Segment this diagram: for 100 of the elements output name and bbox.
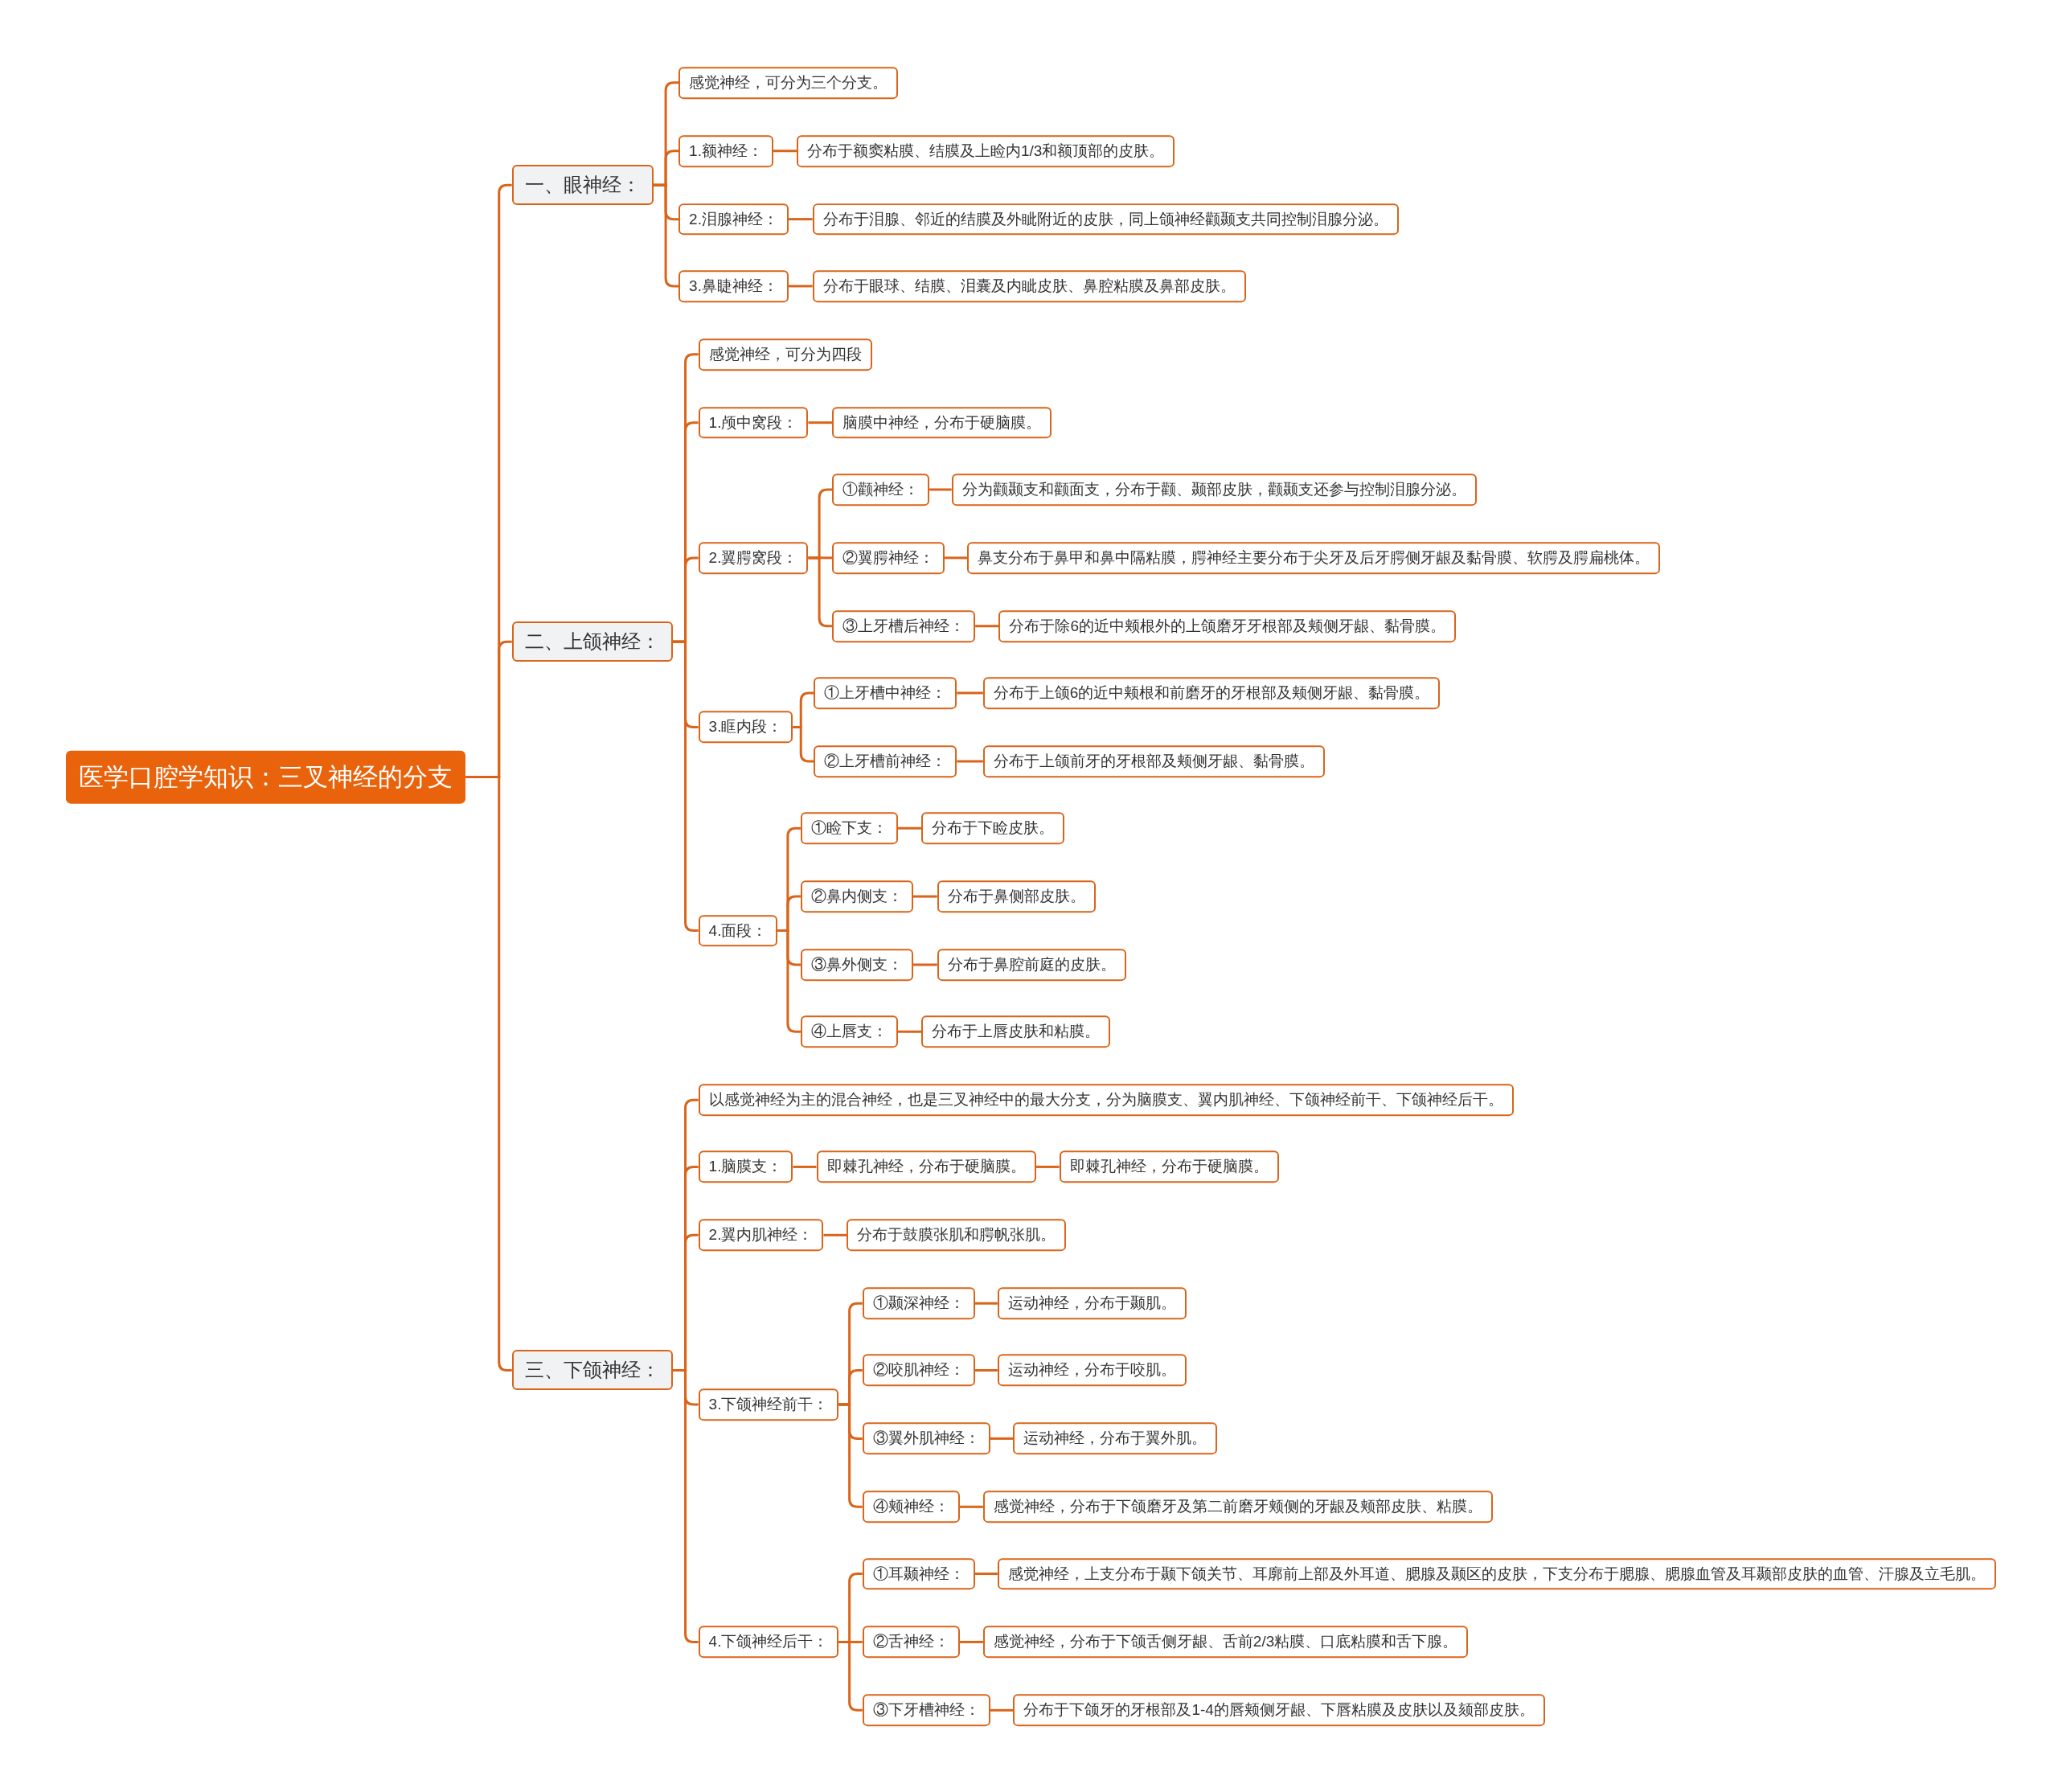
topic-text: ③下牙槽神经：: [872, 1701, 980, 1719]
root-topic-box: [65, 750, 465, 804]
topic-box: [678, 270, 789, 302]
connector-line: [975, 625, 999, 628]
main-branch-box: [511, 621, 673, 662]
connector-line: [912, 963, 937, 966]
topic-box: [678, 134, 773, 167]
topic-box: [982, 1491, 1493, 1523]
topic-text: 4.下颌神经后干：: [708, 1633, 829, 1651]
topic-box: [967, 542, 1661, 574]
topic-box: [982, 1626, 1469, 1659]
connector-line: [793, 1165, 817, 1168]
main-branch-box: [511, 165, 654, 206]
topic-text: 分布于鼓膜张肌和腭帆张肌。: [857, 1226, 1056, 1244]
connector-line: [990, 1437, 1014, 1440]
connector-line: [974, 1302, 998, 1305]
topic-box: [862, 1694, 990, 1727]
connector-line: [672, 1369, 699, 1643]
topic-text: 感觉神经，分布于下颌舌侧牙龈、舌前2/3粘膜、口底粘膜和舌下腺。: [993, 1633, 1458, 1651]
topic-box: [698, 1626, 839, 1659]
topic-box: [698, 406, 809, 439]
connector-line: [897, 1030, 922, 1033]
topic-text: 运动神经，分布于翼外肌。: [1023, 1429, 1207, 1447]
topic-text: 即棘孔神经，分布于硬脑膜。: [826, 1158, 1026, 1175]
connector-line: [808, 421, 833, 424]
connector-line: [959, 1505, 983, 1508]
topic-box: [982, 745, 1325, 777]
topic-text: 3.眶内段：: [708, 718, 783, 736]
topic-box: [800, 880, 913, 912]
topic-text: 即棘孔神经，分布于硬脑膜。: [1069, 1158, 1269, 1175]
topic-text: ①上牙槽中神经：: [824, 684, 947, 702]
connector-line: [788, 218, 813, 221]
topic-box: [698, 1219, 824, 1252]
topic-text: 1.额神经：: [689, 141, 763, 159]
topic-text: 分布于鼻侧部皮肤。: [947, 888, 1085, 905]
topic-box: [862, 1491, 960, 1523]
topic-text: 分布于除6的近中颊根外的上颌磨牙牙根部及颊侧牙龈、黏骨膜。: [1009, 617, 1445, 634]
topic-box: [862, 1626, 960, 1659]
topic-text: ①颞深神经：: [872, 1294, 965, 1312]
topic-box: [800, 812, 898, 845]
topic-text: 1.颅中窝段：: [708, 413, 798, 431]
topic-text: 分布于鼻腔前庭的皮肤。: [947, 956, 1116, 974]
topic-box: [814, 745, 957, 777]
connector-line: [912, 895, 937, 898]
topic-text: 运动神经，分布于咬肌。: [1007, 1361, 1176, 1379]
topic-text: 分布于上唇皮肤和粘膜。: [932, 1023, 1101, 1040]
topic-text: 分布于上颌6的近中颊根和前磨牙的牙根部及颊侧牙龈、黏骨膜。: [993, 684, 1430, 702]
topic-box: [937, 880, 1096, 912]
connector-line: [777, 929, 801, 1033]
topic-text: ②咬肌神经：: [872, 1361, 965, 1379]
topic-text: 分布于眼球、结膜、泪囊及内眦皮肤、鼻腔粘膜及鼻部皮肤。: [822, 277, 1236, 295]
connector-line: [823, 1233, 847, 1236]
topic-text: 分布于泪腺、邻近的结膜及外眦附近的皮肤，同上颌神经颧颞支共同控制泪腺分泌。: [822, 210, 1388, 228]
connector-line: [974, 1573, 998, 1576]
topic-box: [678, 66, 899, 99]
topic-box: [1059, 1150, 1279, 1183]
topic-box: [862, 1557, 975, 1590]
connector-line: [990, 1708, 1014, 1712]
topic-text: 感觉神经，上支分布于颞下颌关节、耳廓前上部及外耳道、腮腺及颞区的皮肤，下支分布于腮腺、腮腺血管及耳颞部皮肤的血管、汗腺及立毛肌。: [1007, 1564, 1986, 1582]
topic-box: [812, 203, 1399, 236]
topic-box: [862, 1354, 975, 1387]
topic-box: [862, 1422, 990, 1455]
topic-text: 以感觉神经为主的混合神经，也是三叉神经中的最大分支，分为脑膜支、翼内肌神经、下颌神经前干、下颌神经后干。: [708, 1091, 1503, 1109]
topic-box: [812, 270, 1246, 302]
topic-text: ③鼻外侧支：: [810, 956, 903, 974]
topic-text: 分布于上颌前牙的牙根部及颊侧牙龈、黏骨膜。: [993, 752, 1314, 770]
topic-text: 1.脑膜支：: [708, 1158, 783, 1175]
topic-text: ①睑下支：: [810, 819, 888, 837]
topic-text: ①耳颞神经：: [872, 1564, 965, 1582]
topic-text: ②翼腭神经：: [842, 549, 935, 566]
topic-box: [698, 1150, 793, 1183]
connector-line: [793, 726, 814, 763]
topic-box: [832, 406, 1052, 439]
main-branch-box: [511, 1350, 673, 1391]
topic-box: [832, 542, 945, 574]
topic-box: [997, 1287, 1187, 1320]
topic-text: 医学口腔学知识：三叉神经的分支: [78, 762, 453, 791]
topic-box: [832, 609, 976, 642]
connector-line: [1035, 1165, 1060, 1168]
topic-text: 分布于下睑皮肤。: [932, 819, 1055, 837]
topic-text: 感觉神经，可分为三个分支。: [689, 73, 888, 91]
topic-text: 2.翼腭窝段：: [708, 549, 798, 566]
connector-line: [959, 1640, 983, 1643]
topic-text: ②舌神经：: [872, 1633, 949, 1651]
topic-text: 分为颧颞支和颧面支，分布于颧、颞部皮肤，颧颞支还参与控制泪腺分泌。: [961, 481, 1466, 498]
connector-line: [788, 285, 813, 288]
topic-text: 分布于额窦粘膜、结膜及上睑内1/3和额顶部的皮肤。: [807, 141, 1165, 159]
connector-line: [897, 826, 922, 830]
topic-text: 4.面段：: [708, 921, 768, 939]
topic-box: [997, 1354, 1187, 1387]
topic-text: 感觉神经，分布于下颌磨牙及第二前磨牙颊侧的牙龈及颊部皮肤、粘膜。: [993, 1498, 1482, 1515]
topic-text: 分布于下颌牙的牙根部及1-4的唇颊侧牙龈、下唇粘膜及皮肤以及颏部皮肤。: [1023, 1701, 1535, 1719]
connector-line: [929, 488, 952, 491]
topic-text: ④颊神经：: [872, 1498, 949, 1515]
connector-line: [653, 183, 679, 288]
topic-box: [816, 1150, 1036, 1183]
topic-text: 二、上颌神经：: [524, 630, 660, 653]
topic-box: [1013, 1694, 1545, 1727]
topic-box: [998, 609, 1456, 642]
topic-box: [847, 1219, 1067, 1252]
